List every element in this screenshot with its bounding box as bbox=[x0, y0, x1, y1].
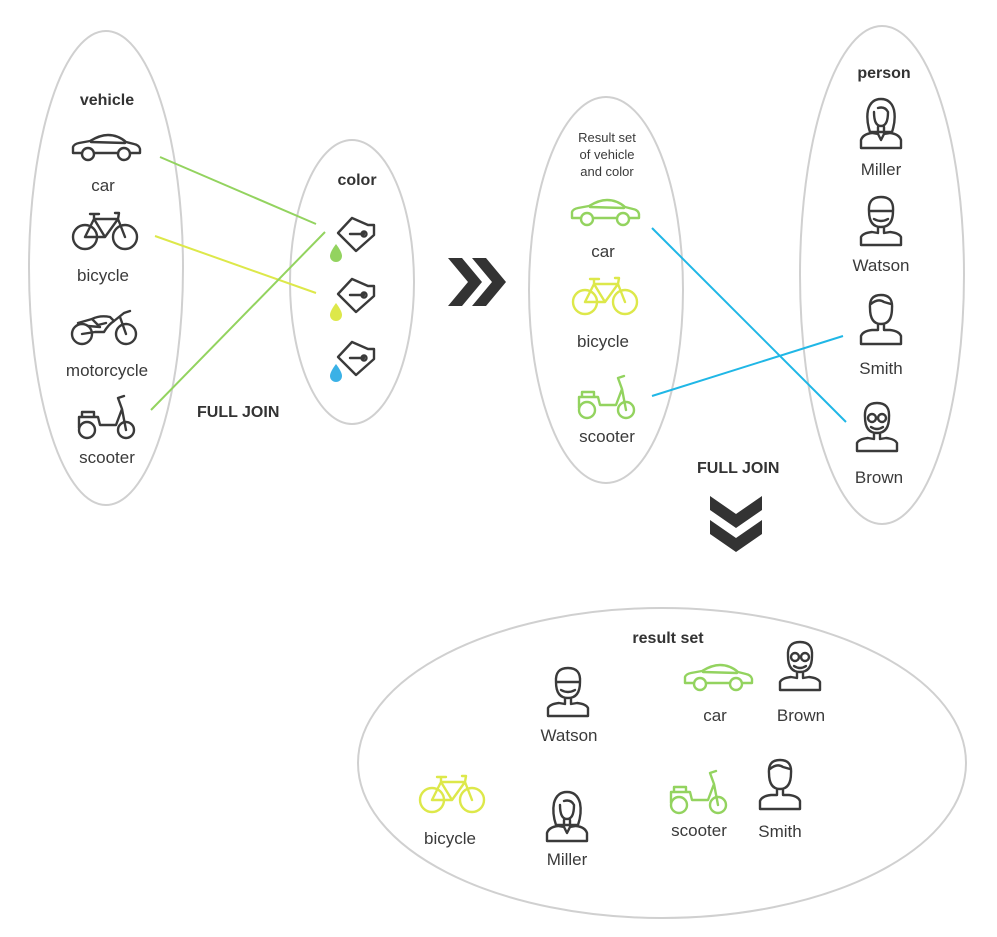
final-label-smith: Smith bbox=[758, 822, 801, 841]
vehicle-title: vehicle bbox=[80, 92, 134, 109]
result-vc-title-line-3: and color bbox=[580, 164, 634, 179]
result-vc-item-bicycle: bicycle bbox=[571, 276, 639, 351]
vehicle-item-motorcycle: motorcycle bbox=[66, 309, 148, 380]
final-item-scooter: scooter bbox=[669, 769, 727, 840]
final-label-watson: Watson bbox=[540, 726, 597, 745]
color-title: color bbox=[337, 172, 376, 189]
yellow-drop-icon bbox=[330, 303, 342, 321]
person-item-watson: Watson bbox=[852, 195, 910, 275]
person-label-smith: Smith bbox=[859, 359, 902, 378]
result-vc-label-scooter: scooter bbox=[579, 427, 635, 446]
final-item-bicycle: bicycle bbox=[418, 774, 486, 848]
final-item-watson: Watson bbox=[540, 666, 598, 745]
vehicle-item-car: car bbox=[71, 133, 142, 195]
final-label-scooter: scooter bbox=[671, 821, 727, 840]
person-label-brown: Brown bbox=[855, 468, 903, 487]
person-set bbox=[799, 25, 965, 525]
final-title: result set bbox=[632, 630, 704, 647]
bicycle-yellow-line bbox=[154, 235, 317, 294]
join-lines bbox=[150, 156, 847, 423]
color-item-blue bbox=[330, 340, 376, 382]
green-drop-icon bbox=[330, 244, 342, 262]
vehicle-label-car: car bbox=[91, 176, 115, 195]
person-title: person bbox=[857, 65, 910, 82]
color-set bbox=[289, 139, 415, 425]
final-label-bicycle: bicycle bbox=[424, 829, 476, 848]
person-item-brown: Brown bbox=[855, 401, 903, 487]
final-result-set bbox=[357, 607, 967, 919]
final-item-brown: Brown bbox=[777, 640, 825, 725]
down-double-chevron-icon bbox=[710, 496, 762, 552]
final-label-miller: Miller bbox=[547, 850, 588, 869]
scooter-green-line bbox=[150, 231, 326, 411]
vehicle-label-scooter: scooter bbox=[79, 448, 135, 467]
vehicle-item-scooter: scooter bbox=[77, 394, 135, 467]
result-vc-label-bicycle: bicycle bbox=[577, 332, 629, 351]
result-vehicle-color-set bbox=[528, 96, 684, 484]
vehicle-label-motorcycle: motorcycle bbox=[66, 361, 148, 380]
vehicle-label-bicycle: bicycle bbox=[77, 266, 129, 285]
full-join-label-1: FULL JOIN bbox=[197, 404, 279, 421]
person-label-watson: Watson bbox=[852, 256, 909, 275]
person-item-smith: Smith bbox=[859, 293, 903, 378]
result-vc-item-scooter: scooter bbox=[577, 374, 635, 446]
car-green-line bbox=[159, 156, 317, 225]
scooter-smith-line bbox=[651, 335, 844, 397]
result-vc-title-line-2: of vehicle bbox=[580, 147, 635, 162]
final-label-brown: Brown bbox=[777, 706, 825, 725]
car-brown-line bbox=[651, 227, 847, 423]
full-join-label-2: FULL JOIN bbox=[697, 460, 779, 477]
vehicle-item-bicycle: bicycle bbox=[71, 211, 139, 285]
final-label-car: car bbox=[703, 706, 727, 725]
result-vc-item-car: car bbox=[570, 198, 641, 261]
result-vc-title-line-1: Result set bbox=[578, 130, 636, 145]
result-vc-label-car: car bbox=[591, 242, 615, 261]
final-item-miller: Miller bbox=[545, 790, 589, 869]
final-item-smith: Smith bbox=[758, 758, 802, 841]
color-item-yellow bbox=[330, 277, 376, 321]
color-item-green bbox=[330, 216, 376, 262]
person-item-miller: Miller bbox=[859, 97, 903, 179]
vehicle-set bbox=[28, 30, 184, 506]
right-double-chevron-icon bbox=[448, 258, 506, 306]
final-item-car: car bbox=[683, 663, 754, 725]
person-label-miller: Miller bbox=[861, 160, 902, 179]
blue-drop-icon bbox=[330, 364, 342, 382]
